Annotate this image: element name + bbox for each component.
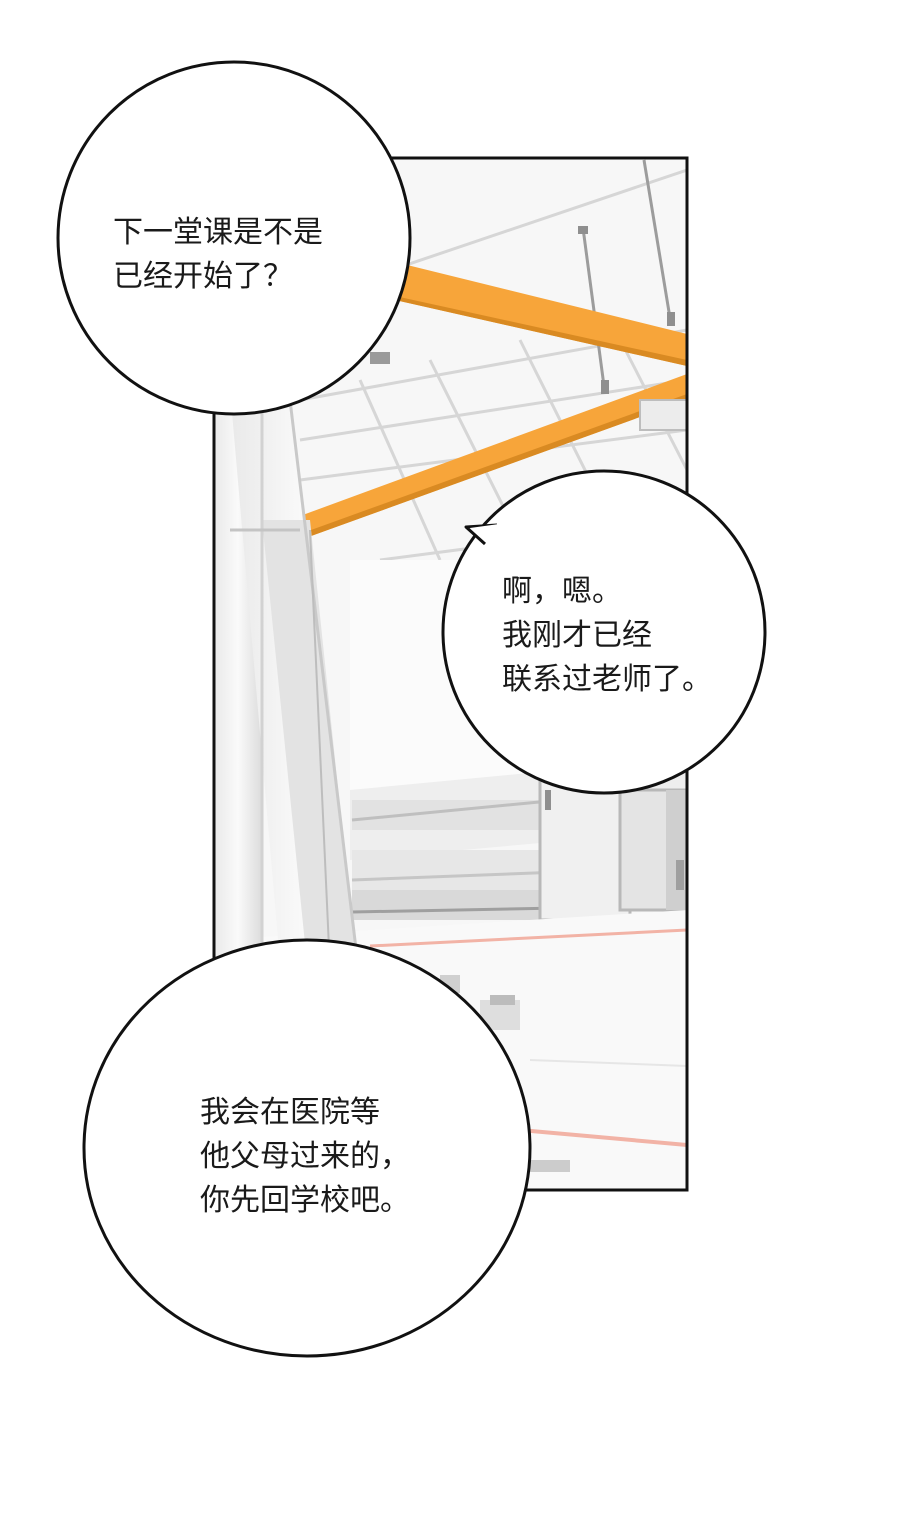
ceiling-vent xyxy=(370,352,390,364)
floor-line xyxy=(369,928,687,948)
speech-bubble-3-text: 我会在医院等 他父母过来的， 你先回学校吧。 xyxy=(200,1091,410,1223)
bubble-line: 联系过老师了。 xyxy=(502,662,712,697)
orange-beam-lower xyxy=(300,374,687,540)
speech-bubble-2 xyxy=(441,469,767,795)
bubble-line: 我会在医院等 xyxy=(200,1095,380,1130)
bubble-line: 已经开始了？ xyxy=(113,259,293,294)
speech-bubble-3 xyxy=(82,938,532,1358)
bubble-line: 他父母过来的， xyxy=(200,1139,410,1174)
hanging-rods xyxy=(581,159,672,387)
ceiling-vent xyxy=(115,552,177,562)
floor-line xyxy=(519,1128,687,1147)
ceiling-vent xyxy=(117,478,182,498)
orange-beam-upper xyxy=(395,262,687,366)
speech-bubble-1 xyxy=(56,60,412,416)
bubble-line: 啊，嗯。 xyxy=(502,574,622,609)
speech-bubble-1-text: 下一堂课是不是 已经开始了？ xyxy=(113,211,323,299)
bubble-line: 下一堂课是不是 xyxy=(113,215,323,250)
bubble-line: 你先回学校吧。 xyxy=(200,1183,410,1218)
bubble-line: 我刚才已经 xyxy=(502,618,652,653)
speech-bubble-2-text: 啊，嗯。 我刚才已经 联系过老师了。 xyxy=(502,570,712,702)
